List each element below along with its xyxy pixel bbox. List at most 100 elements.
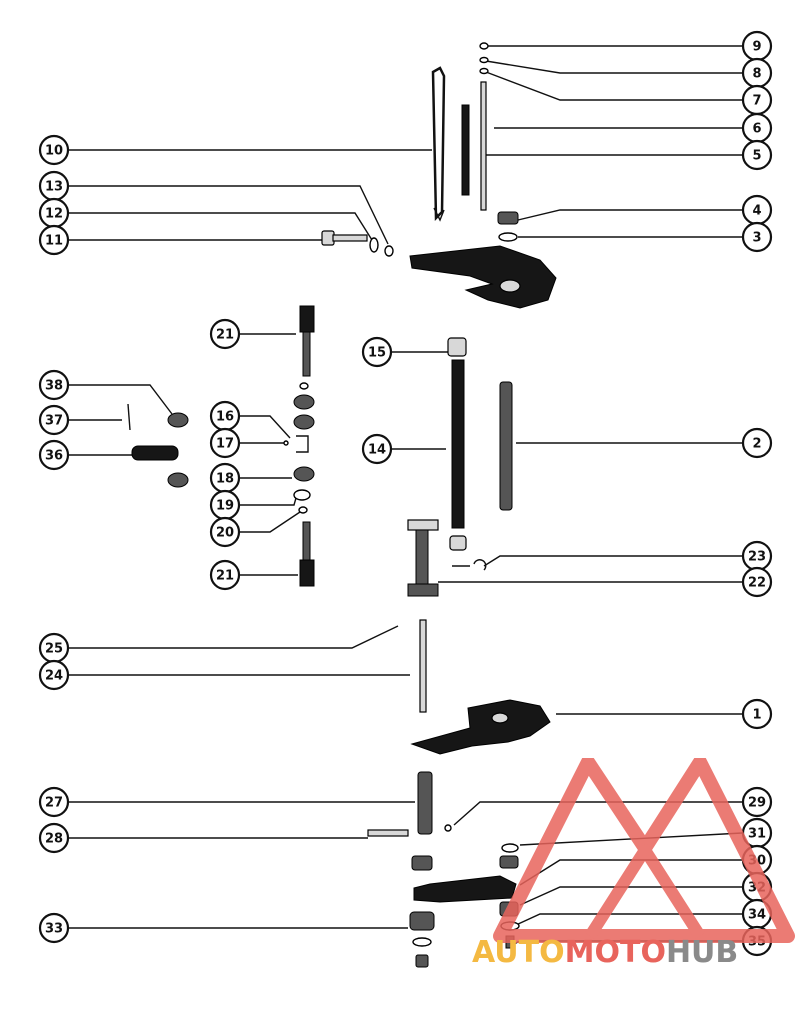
- callout-4: 4: [741, 194, 773, 226]
- watermark-triangle-logo: [493, 758, 795, 943]
- callout-14: 14: [361, 433, 393, 465]
- upper-bracket-part: [409, 245, 557, 309]
- callout-circle: [741, 786, 773, 818]
- callout-number: 14: [368, 443, 386, 458]
- callout-circle: [741, 221, 773, 253]
- callout-21: 21: [209, 559, 241, 591]
- callout-13: 13: [38, 170, 70, 202]
- callout-8: 8: [741, 57, 773, 89]
- shift-shaft-part: [461, 104, 470, 196]
- callout-circle: [38, 659, 70, 691]
- callout-33: 33: [38, 912, 70, 944]
- callout-15: 15: [361, 336, 393, 368]
- callout-number: 25: [45, 642, 63, 657]
- callout-number: 23: [748, 550, 766, 565]
- callout-number: 27: [45, 796, 63, 811]
- callout-36: 36: [38, 439, 70, 471]
- callout-24: 24: [38, 659, 70, 691]
- callout-number: 36: [45, 449, 63, 464]
- callout-number: 22: [748, 576, 766, 591]
- callout-number: 13: [45, 180, 63, 195]
- callout-circle: [741, 566, 773, 598]
- callout-12: 12: [38, 197, 70, 229]
- callout-number: 21: [216, 328, 234, 343]
- callout-5: 5: [741, 139, 773, 171]
- callout-9: 9: [741, 30, 773, 62]
- callout-circle: [38, 439, 70, 471]
- callout-number: 37: [45, 414, 63, 429]
- callout-number: 12: [45, 207, 63, 222]
- callout-number: 18: [216, 472, 234, 487]
- callout-circle: [361, 336, 393, 368]
- callout-23: 23: [741, 540, 773, 572]
- callout-circle: [38, 822, 70, 854]
- callout-7: 7: [741, 84, 773, 116]
- callout-11: 11: [38, 224, 70, 256]
- automotohub-watermark: AUTOMOTOHUB: [472, 758, 795, 970]
- svg-text:AUTOMOTOHUB: AUTOMOTOHUB: [472, 935, 738, 970]
- callout-circle: [38, 786, 70, 818]
- main-shaft-part: [451, 359, 465, 529]
- callout-circle: [361, 433, 393, 465]
- callout-number: 7: [752, 94, 761, 109]
- callout-28: 28: [38, 822, 70, 854]
- watermark-text-auto: AUTO: [472, 935, 565, 970]
- watermark-text-moto: MOTO: [565, 935, 666, 970]
- callout-21: 21: [209, 318, 241, 350]
- callout-17: 17: [209, 427, 241, 459]
- callout-circle: [741, 698, 773, 730]
- callout-29: 29: [741, 786, 773, 818]
- callout-1: 1: [741, 698, 773, 730]
- callout-number: 16: [216, 410, 234, 425]
- callout-circle: [741, 427, 773, 459]
- callout-number: 8: [752, 67, 761, 82]
- callout-18: 18: [209, 462, 241, 494]
- callout-number: 6: [752, 122, 761, 137]
- callout-number: 15: [368, 346, 386, 361]
- callout-3: 3: [741, 221, 773, 253]
- callout-20: 20: [209, 516, 241, 548]
- callout-number: 24: [45, 669, 63, 684]
- callout-circle: [38, 224, 70, 256]
- callout-number: 21: [216, 569, 234, 584]
- lower-bracket-part: [410, 699, 551, 755]
- rod-part: [480, 81, 487, 211]
- callout-number: 31: [748, 827, 766, 842]
- callout-34: 34: [741, 898, 773, 930]
- callout-circle: [38, 404, 70, 436]
- callout-38: 38: [38, 369, 70, 401]
- callout-number: 29: [748, 796, 766, 811]
- callout-number: 34: [748, 908, 766, 923]
- callout-circle: [209, 516, 241, 548]
- bent-rod-part: [431, 66, 446, 221]
- callout-circle: [209, 318, 241, 350]
- callout-number: 2: [752, 437, 761, 452]
- leader-lines: [69, 45, 743, 946]
- callout-27: 27: [38, 786, 70, 818]
- callout-circle: [741, 139, 773, 171]
- callout-22: 22: [741, 566, 773, 598]
- callout-number: 11: [45, 234, 63, 249]
- callout-number: 9: [752, 40, 761, 55]
- callout-number: 38: [45, 379, 63, 394]
- callout-circle: [38, 369, 70, 401]
- callout-circle: [209, 559, 241, 591]
- callout-number: 3: [752, 231, 761, 246]
- callout-number: 28: [45, 832, 63, 847]
- callout-number: 20: [216, 526, 234, 541]
- callout-number: 4: [752, 204, 761, 219]
- callout-19: 19: [209, 489, 241, 521]
- callout-number: 17: [216, 437, 234, 452]
- callout-circle: [209, 427, 241, 459]
- callout-number: 33: [45, 922, 63, 937]
- callout-37: 37: [38, 404, 70, 436]
- callout-25: 25: [38, 632, 70, 664]
- callout-10: 10: [38, 134, 70, 166]
- callout-number: 1: [752, 708, 761, 723]
- watermark-text-hub: HUB: [666, 935, 738, 970]
- callout-circle: [38, 134, 70, 166]
- callout-number: 19: [216, 499, 234, 514]
- callout-number: 5: [752, 149, 761, 164]
- callout-number: 10: [45, 144, 63, 159]
- callout-16: 16: [209, 400, 241, 432]
